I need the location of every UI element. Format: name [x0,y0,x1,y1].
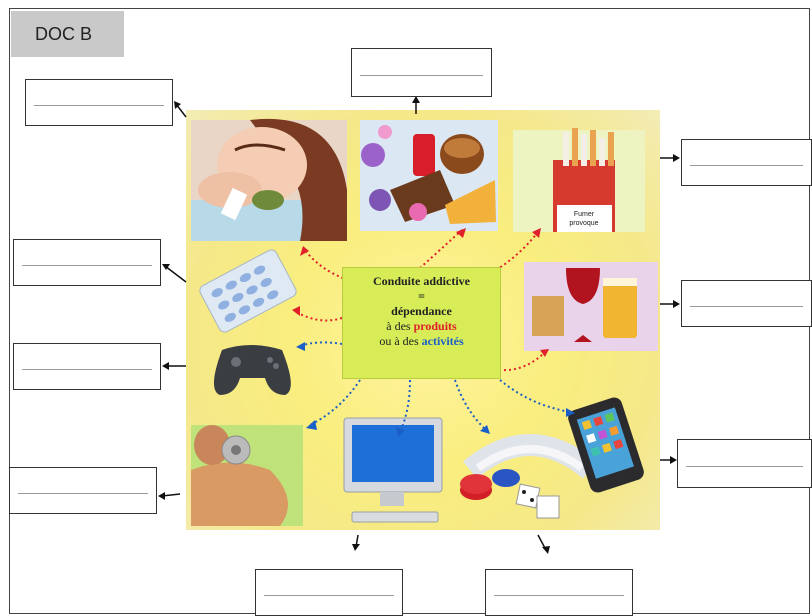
smartphone-icon [568,397,644,493]
doc-label: DOC B [11,11,124,57]
dumbbell-icon [191,425,303,526]
definition-box: Conduite addictive = dépendance à des pr… [342,267,501,379]
answer-box-sweets[interactable] [351,48,492,97]
products-highlight: produits [413,319,457,333]
cigarettes-icon [513,128,645,232]
game-controller-icon [213,345,291,395]
answer-box-alcohol[interactable] [681,280,812,327]
drug-sniffing-icon [191,118,347,241]
definition-activities-line: ou à des activités [379,334,464,348]
sweets-icon [360,120,498,231]
cigarette-pack-label: Fumer [574,211,595,218]
activity-arrows [299,341,571,433]
answer-box-smartphone[interactable] [677,439,812,488]
computer-icon [343,417,443,523]
definition-title: Conduite addictive [372,274,470,288]
answer-box-medication[interactable] [13,239,161,286]
answer-box-gambling[interactable] [485,569,633,616]
answer-box-internet[interactable] [255,569,403,616]
answer-box-video-games[interactable] [13,343,161,390]
answer-box-sport[interactable] [9,467,157,514]
definition-products-line: à des produits [386,319,457,333]
casino-icon [460,434,598,519]
answer-box-tobacco[interactable] [681,139,812,186]
answer-box-drugs[interactable] [25,79,173,126]
alcohol-icon [524,262,658,351]
svg-text:provoque: provoque [569,220,598,227]
activities-highlight: activités [421,334,464,348]
definition-term: dépendance [391,304,452,318]
definition-equals: = [418,289,425,303]
pills-icon [199,249,297,333]
